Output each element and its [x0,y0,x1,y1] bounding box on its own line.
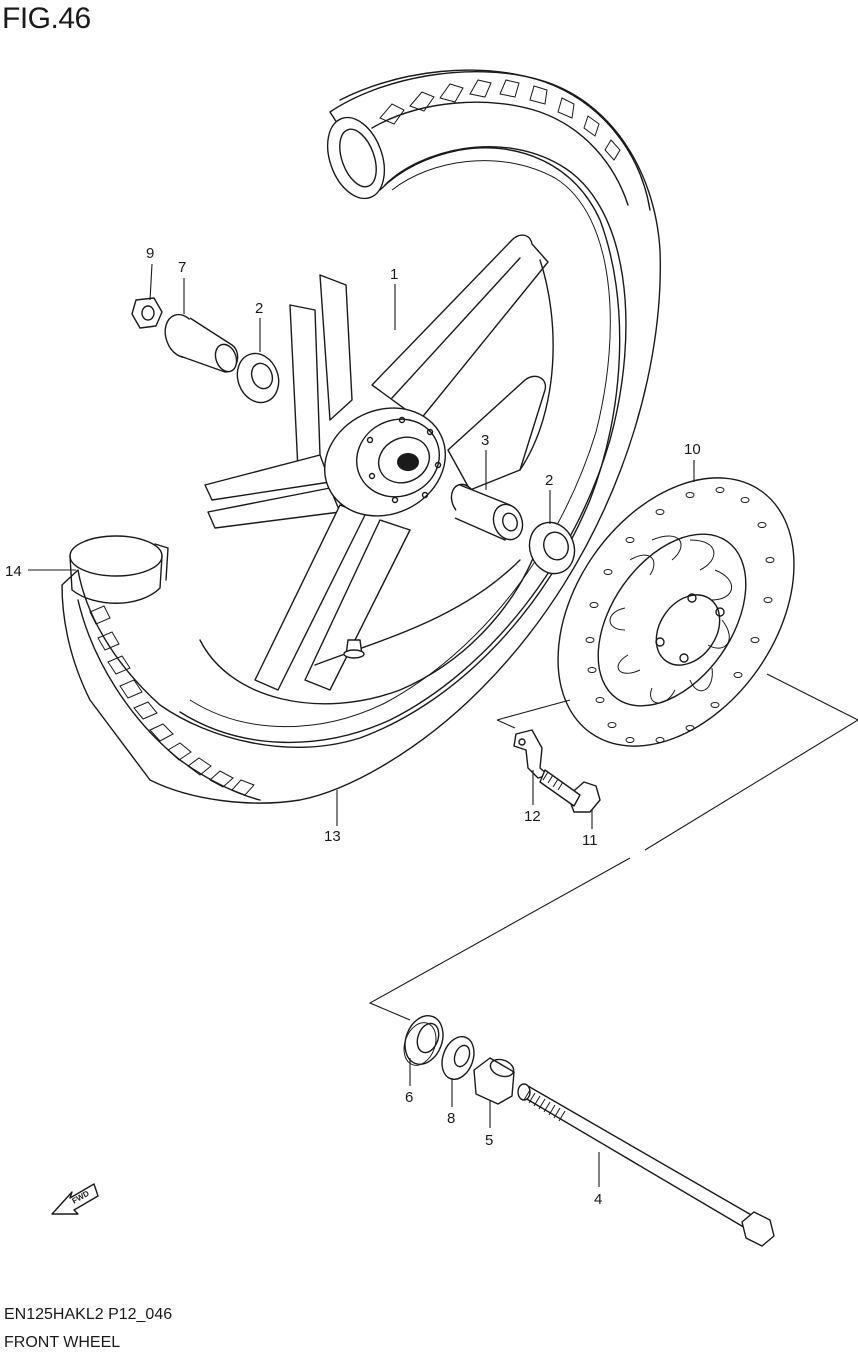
front-axle [517,1083,775,1247]
callout-10: 10 [684,441,701,458]
disc-bolt [539,769,601,813]
washer [441,1035,475,1081]
callout-11: 11 [582,832,598,849]
bearing-right [528,521,576,575]
callout-12: 12 [524,808,541,825]
assembly-lines [368,673,858,1021]
callout-14: 14 [5,563,22,580]
figure-name: FRONT WHEEL [4,1334,121,1351]
forward-arrow-icon: FWD [51,1183,99,1215]
oil-seal [403,1015,444,1066]
tire [61,69,662,804]
brake-disc [557,477,795,747]
callout-4: 4 [594,1191,602,1208]
axle-spacer [473,1057,515,1105]
callout-3: 3 [481,432,489,449]
callout-2b: 2 [545,472,553,489]
figure-title: FIG.46 [2,2,91,35]
callout-2a: 2 [255,300,263,317]
rim [199,234,554,705]
spacer-collar [164,313,239,373]
figure-code: EN125HAKL2 P12_046 [4,1306,173,1323]
callout-13: 13 [324,828,341,845]
hub-spacer [450,483,524,541]
disc-lock-washer [513,729,549,779]
callout-1: 1 [390,266,398,283]
callout-7: 7 [178,259,186,276]
callout-8: 8 [447,1110,455,1127]
bearing-left [236,352,280,404]
callout-9: 9 [146,245,154,262]
callout-6: 6 [405,1089,413,1106]
callout-5: 5 [485,1132,493,1149]
axle-nut [131,297,163,329]
callouts: 9 7 2 1 3 2 10 14 13 12 11 6 8 5 4 [5,245,701,1208]
